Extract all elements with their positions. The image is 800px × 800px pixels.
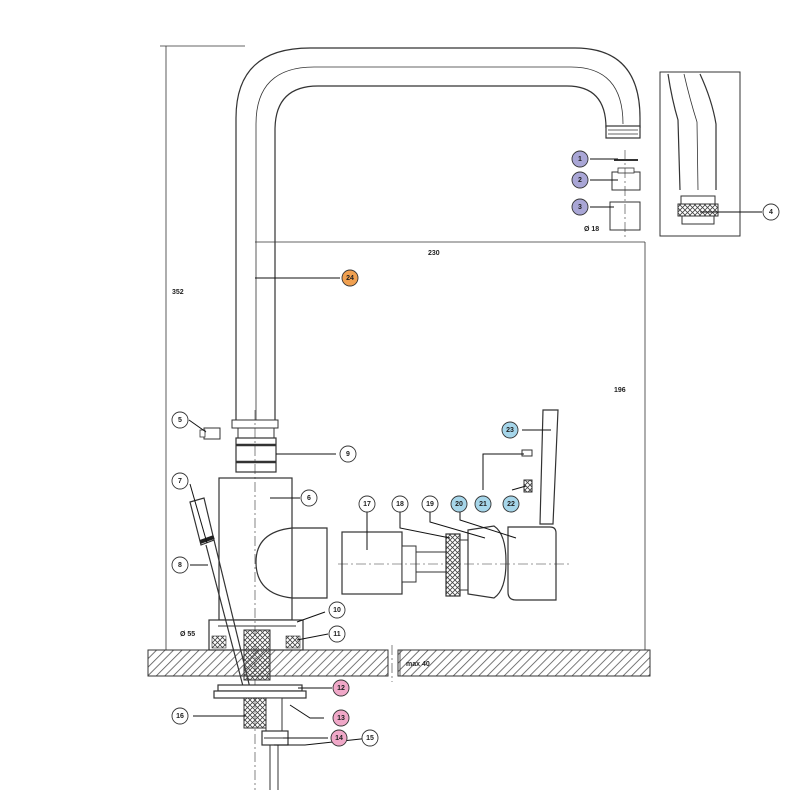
callout-label: 22 (507, 501, 515, 508)
callout-label: 13 (337, 715, 345, 722)
callout-12: 12 (332, 679, 350, 697)
callout-circle (474, 495, 492, 513)
callout-label: 6 (307, 495, 311, 502)
callout-circle (571, 198, 589, 216)
callout-circle (171, 411, 189, 429)
callout-label: 16 (176, 713, 184, 720)
leader-lines (188, 158, 762, 746)
callout-11: 11 (328, 625, 346, 643)
callout-label: 5 (178, 417, 182, 424)
callout-label: 15 (366, 735, 374, 742)
callout-1: 1 (571, 150, 589, 168)
callout-circle (300, 489, 318, 507)
callout-circle (171, 707, 189, 725)
callout-circle (421, 495, 439, 513)
aerator-inset (659, 71, 741, 237)
callout-circle (332, 679, 350, 697)
callout-circle (571, 150, 589, 168)
dim-diam-outlet: Ø 18 (584, 226, 599, 233)
callout-circle (501, 421, 519, 439)
callout-circle (361, 729, 379, 747)
dim-counter-thickness: max 40 (406, 661, 430, 668)
callout-label: 17 (363, 501, 371, 508)
callout-22: 22 (502, 495, 520, 513)
callout-13: 13 (332, 709, 350, 727)
callout-15: 15 (361, 729, 379, 747)
callout-14: 14 (330, 729, 348, 747)
callout-24: 24 (341, 269, 359, 287)
aerator-parts (609, 150, 641, 240)
callout-circle (358, 495, 376, 513)
callout-3: 3 (571, 198, 589, 216)
callout-circle (171, 472, 189, 490)
callout-20: 20 (450, 495, 468, 513)
dim-diam-base: Ø 55 (180, 631, 195, 638)
callout-circle (171, 556, 189, 574)
dim-reach: 230 (428, 250, 440, 257)
callout-6: 6 (300, 489, 318, 507)
dimension-lines (160, 45, 646, 676)
callout-label: 21 (479, 501, 487, 508)
callout-circle (339, 445, 357, 463)
callout-18: 18 (391, 495, 409, 513)
callout-label: 10 (333, 607, 341, 614)
callout-label: 7 (178, 478, 182, 485)
callout-9: 9 (339, 445, 357, 463)
callout-7: 7 (171, 472, 189, 490)
dim-height-total: 352 (172, 289, 184, 296)
callout-circle (328, 601, 346, 619)
callout-23: 23 (501, 421, 519, 439)
callout-4: 4 (762, 203, 780, 221)
callout-label: 8 (178, 562, 182, 569)
callout-17: 17 (358, 495, 376, 513)
callout-label: 18 (396, 501, 404, 508)
callout-circle (762, 203, 780, 221)
callout-label: 24 (346, 275, 354, 282)
dim-spout-height: 196 (614, 387, 626, 394)
callout-label: 23 (506, 427, 514, 434)
callout-label: 14 (335, 735, 343, 742)
callout-circle (391, 495, 409, 513)
callout-circle (341, 269, 359, 287)
callout-label: 11 (333, 631, 341, 638)
callout-2: 2 (571, 171, 589, 189)
spout (235, 47, 641, 420)
callout-16: 16 (171, 707, 189, 725)
callout-5: 5 (171, 411, 189, 429)
cartridge-assembly (338, 409, 570, 601)
callout-circle (330, 729, 348, 747)
callout-label: 20 (455, 501, 463, 508)
callout-label: 12 (337, 685, 345, 692)
callout-circle (502, 495, 520, 513)
callout-21: 21 (474, 495, 492, 513)
spout-nut (199, 419, 279, 473)
callout-circle (332, 709, 350, 727)
callout-label: 9 (346, 451, 350, 458)
callout-label: 19 (426, 501, 434, 508)
callout-label: 1 (578, 156, 582, 163)
callout-19: 19 (421, 495, 439, 513)
callout-10: 10 (328, 601, 346, 619)
callout-circle (571, 171, 589, 189)
callout-circle (450, 495, 468, 513)
callout-label: 2 (578, 177, 582, 184)
callout-8: 8 (171, 556, 189, 574)
callout-label: 3 (578, 204, 582, 211)
callout-circle (328, 625, 346, 643)
callout-label: 4 (769, 209, 773, 216)
mounting-kit (213, 629, 307, 790)
